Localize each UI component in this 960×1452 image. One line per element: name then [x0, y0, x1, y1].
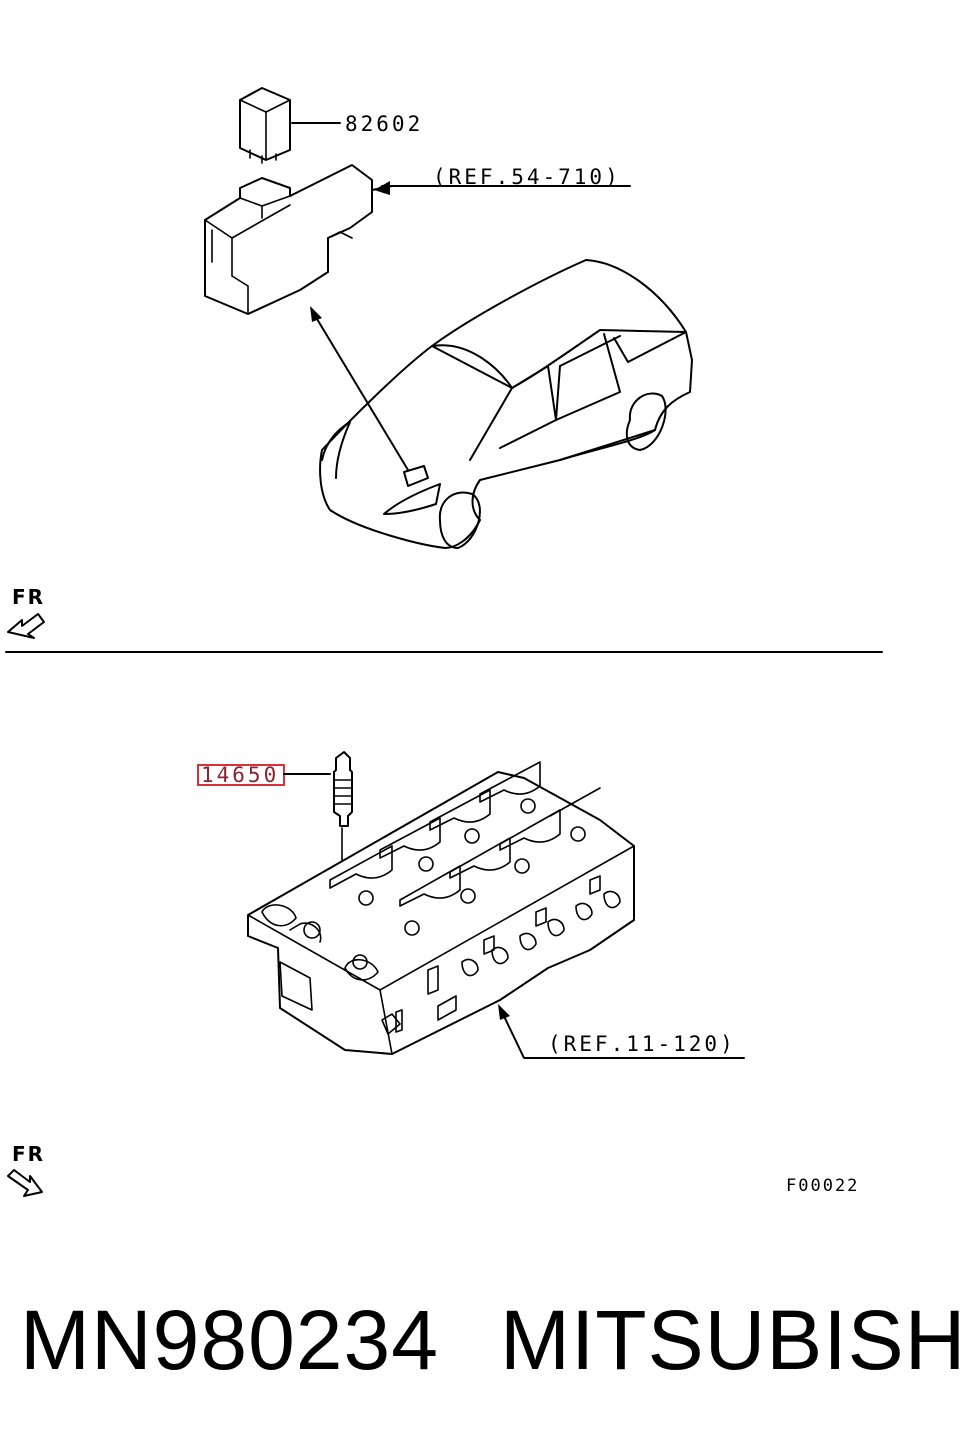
location-pointer-line: [313, 313, 409, 471]
fr-lower-label: FR: [12, 1142, 45, 1166]
relay-component[interactable]: [239, 87, 291, 164]
part-number: MN980234: [20, 1293, 439, 1387]
fr-upper-arrow-icon: [7, 613, 45, 639]
location-pointer-arrowhead: [310, 306, 322, 322]
ref-upper-arrowhead: [374, 181, 390, 195]
cylinder-head-component[interactable]: [247, 761, 635, 1055]
ref-lower-arrowhead: [498, 1004, 510, 1020]
vehicle-outline: [319, 259, 693, 549]
fr-lower-arrow-icon: [7, 1169, 43, 1197]
relay-part-label[interactable]: 82602: [345, 112, 423, 136]
glow-plug-part-label[interactable]: 14650: [201, 763, 279, 787]
footer: MN980234 MITSUBISHI: [0, 1290, 960, 1400]
ref-lower-leader-line: [501, 1011, 745, 1059]
glow-plug-component[interactable]: [333, 751, 353, 827]
ref-upper-label[interactable]: (REF.54-710): [433, 165, 621, 189]
brand-name: MITSUBISHI: [500, 1293, 960, 1387]
relay-box-bracket[interactable]: [204, 164, 373, 315]
drawing-code: F00022: [786, 1176, 859, 1196]
fr-upper-label: FR: [12, 585, 45, 609]
ref-lower-label[interactable]: (REF.11-120): [548, 1032, 736, 1056]
